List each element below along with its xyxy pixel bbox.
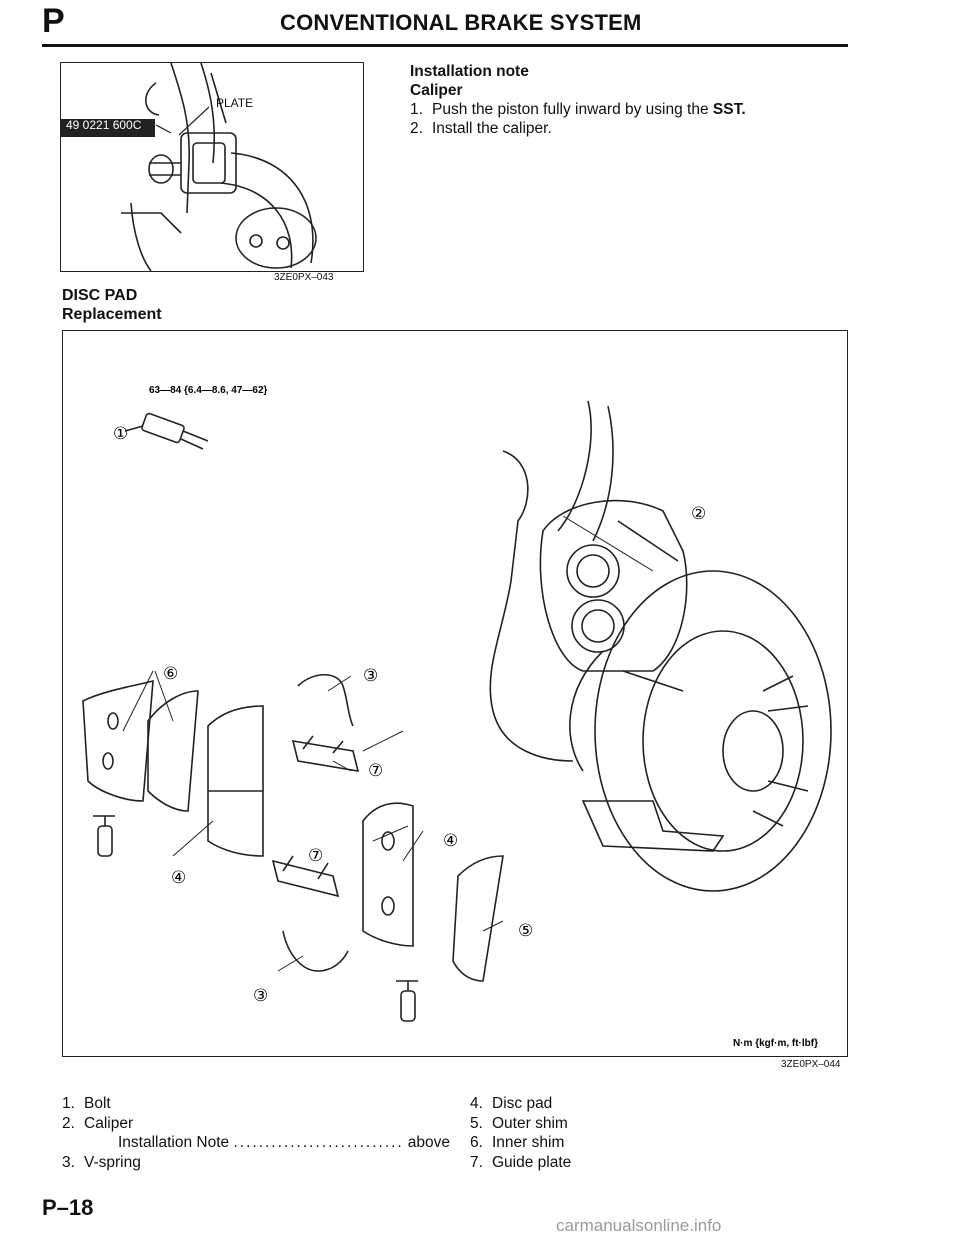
page-number: P–18 bbox=[42, 1195, 94, 1220]
disc-pad-title: DISC PAD bbox=[62, 287, 138, 304]
caliper-sst-drawing bbox=[61, 62, 317, 272]
installation-subheading: Caliper bbox=[410, 82, 463, 99]
disc-pad-exploded-figure: ① ② ③ ③ ④ ④ ⑤ ⑥ ⑦ ⑦ 63—84 {6.4—8.6, 47—6… bbox=[62, 330, 848, 1057]
page-title: CONVENTIONAL BRAKE SYSTEM bbox=[280, 10, 642, 35]
callout-5: ⑤ bbox=[518, 921, 533, 940]
plate-label: PLATE bbox=[216, 96, 254, 110]
callout-1: ① bbox=[113, 424, 128, 443]
callout-7-lower: ⑦ bbox=[308, 846, 323, 865]
part-item-3: 3.V-spring bbox=[62, 1153, 141, 1171]
part-item-2: 2.Caliper bbox=[62, 1114, 134, 1132]
caliper-sst-figure bbox=[60, 62, 364, 272]
watermark: carmanualsonline.info bbox=[556, 1216, 722, 1235]
callout-3-upper: ③ bbox=[363, 666, 378, 685]
header-rule bbox=[42, 44, 848, 47]
installation-step-1: 1.Push the piston fully inward by using … bbox=[410, 101, 746, 118]
installation-step-2: 2.Install the caliper. bbox=[410, 120, 552, 137]
installation-heading: Installation note bbox=[410, 63, 529, 80]
installation-note: Installation note Caliper 1.Push the pis… bbox=[410, 62, 746, 138]
section-letter: P bbox=[42, 2, 65, 40]
torque-units: N·m {kgf·m, ft·lbf} bbox=[733, 1038, 818, 1049]
disc-pad-section: DISC PAD Replacement bbox=[62, 286, 162, 324]
callout-3-lower: ③ bbox=[253, 986, 268, 1005]
part-item-4: 4.Disc pad bbox=[470, 1095, 553, 1112]
callout-4-right: ④ bbox=[443, 831, 458, 850]
disc-pad-subtitle: Replacement bbox=[62, 306, 162, 323]
disc-pad-exploded-drawing: ① ② ③ ③ ④ ④ ⑤ ⑥ ⑦ ⑦ 63—84 {6.4—8.6, 47—6… bbox=[82, 385, 832, 1049]
part-item-2-note: Installation Note ......................… bbox=[118, 1134, 451, 1151]
sst-tool-label: 49 0221 600C bbox=[66, 118, 142, 132]
figure1-code: 3ZE0PX–043 bbox=[274, 272, 334, 283]
callout-4-left: ④ bbox=[171, 868, 186, 887]
callout-6: ⑥ bbox=[163, 664, 178, 683]
callout-7-upper: ⑦ bbox=[368, 761, 383, 780]
part-item-1: 1.Bolt bbox=[62, 1095, 111, 1112]
parts-list-right: 4.Disc pad 5.Outer shim 6.Inner shim 7.G… bbox=[470, 1094, 571, 1172]
figure2-code: 3ZE0PX–044 bbox=[781, 1059, 841, 1070]
parts-list-left: 1.Bolt 2.Caliper Installation Note .....… bbox=[62, 1094, 452, 1172]
part-item-7: 7.Guide plate bbox=[470, 1153, 572, 1171]
part-item-6: 6.Inner shim bbox=[470, 1134, 565, 1151]
torque-spec: 63—84 {6.4—8.6, 47—62} bbox=[149, 385, 268, 396]
callout-2: ② bbox=[691, 504, 706, 523]
part-item-5: 5.Outer shim bbox=[470, 1114, 568, 1132]
